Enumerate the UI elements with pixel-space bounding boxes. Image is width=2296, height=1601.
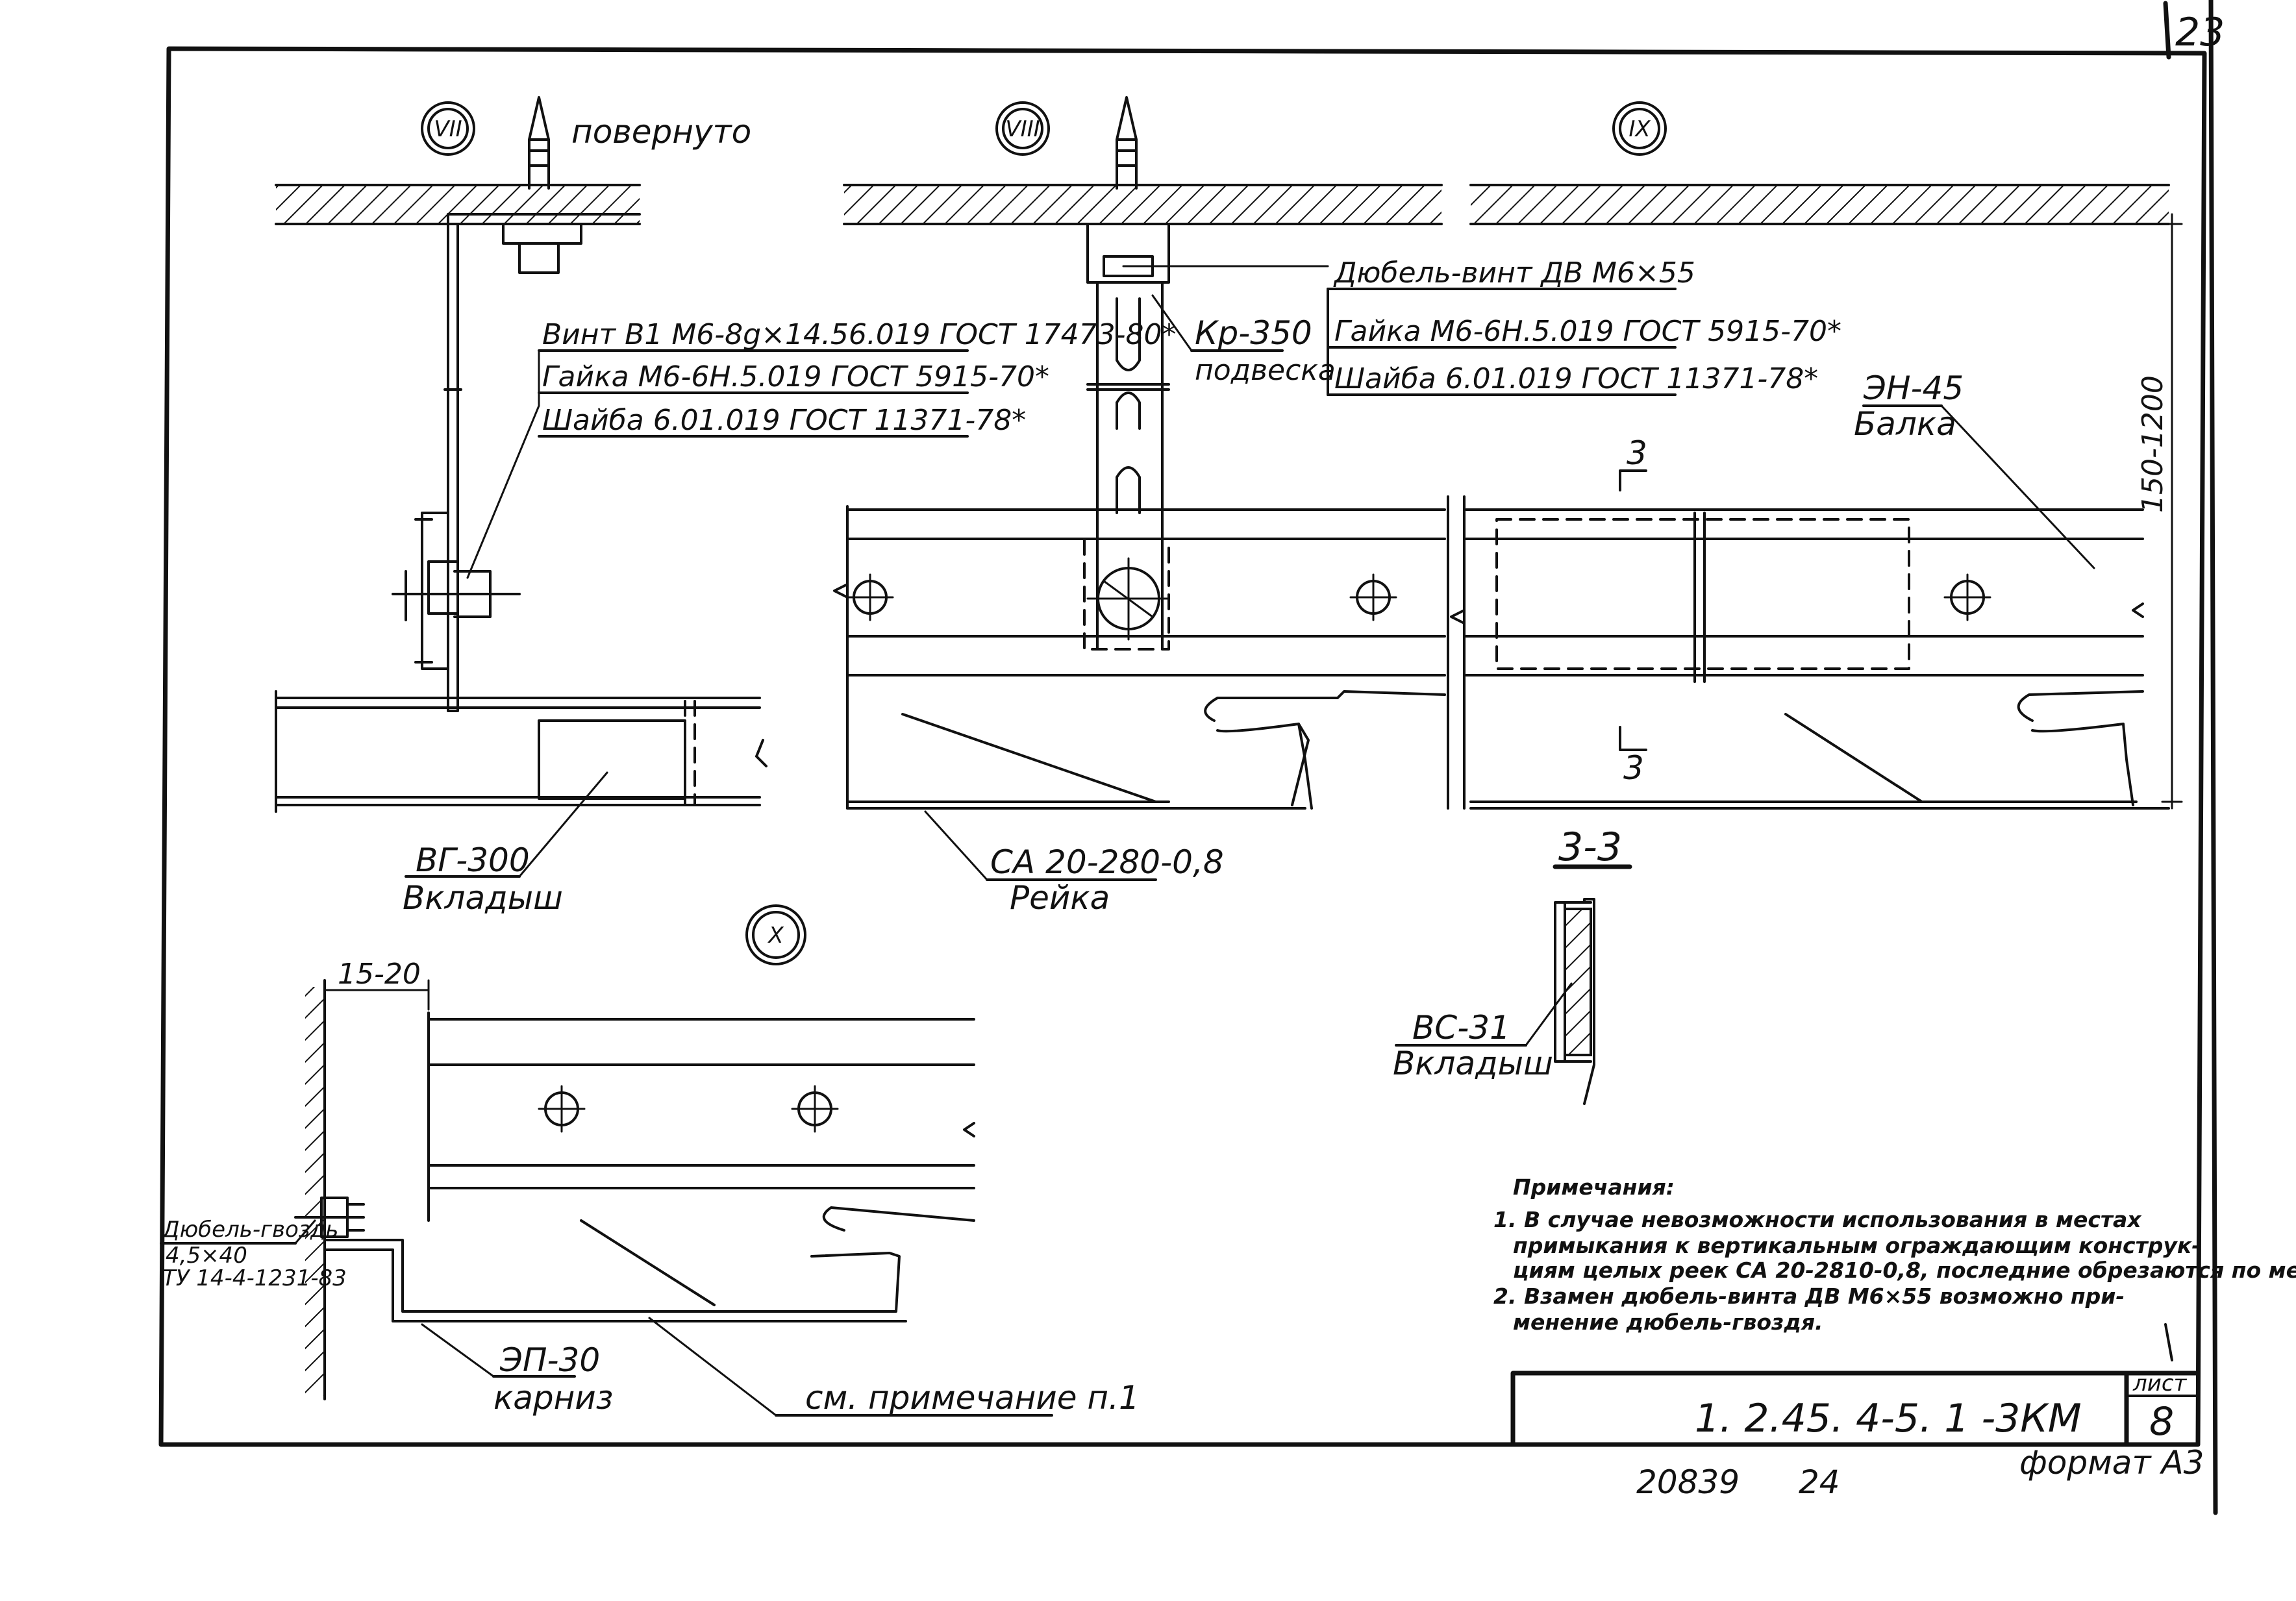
bottom-number-2: 24 [1799,1463,1840,1501]
label-ca-name: Рейка [1010,879,1110,917]
label-vg300-code: ВГ-300 [416,841,530,879]
label-kr350-code: Кр-350 [1195,314,1312,352]
callout-viii-dowel: Дюбель-винт ДВ М6×55 [1333,256,1695,290]
label-see-note: см. примечание п.1 [805,1379,1140,1417]
callout-vii-washer: Шайба 6.01.019 ГОСТ 11371-78* [542,404,1026,437]
view-mark-viii: VIII [1005,116,1040,142]
bottom-number-1: 20839 [1636,1463,1740,1501]
note-line-5: менение дюбель-гвоздя. [1513,1309,1823,1335]
drawing-code: 1. 2.45. 4-5. 1 -3КМ [1695,1396,2082,1441]
section-mark-top: 3 [1627,434,1647,472]
label-dowel-nail-1: Дюбель-гвоздь [161,1217,338,1243]
note-line-4: 2. Взамен дюбель-винта ДВ М6×55 возможно… [1493,1284,2125,1309]
label-vg300-name: Вкладыш [403,879,563,917]
label-dowel-nail-3: ТУ 14-4-1231-83 [162,1265,347,1291]
callout-viii-washer: Шайба 6.01.019 ГОСТ 11371-78* [1334,362,1818,395]
label-dowel-nail-2: 4,5×40 [166,1243,247,1269]
section-mark-bottom: 3 [1623,749,1644,787]
sheet-frame [158,0,2218,1515]
view-mark-vii: VII [434,116,462,142]
view-note-rotated: повернуто [571,113,751,151]
view-mark-ix: IX [1628,116,1651,142]
dim-gap: 15-20 [338,958,421,991]
page-number: 23 [2175,10,2225,55]
section-3-3 [1395,864,1632,1105]
label-vc31-code: ВС-31 [1412,1009,1510,1047]
label-en45-name: Балка [1854,405,1956,443]
label-ca-code: СА 20-280-0,8 [990,843,1224,881]
label-ep30-name: карниз [493,1379,613,1417]
label-kr350-name: подвеска [1195,354,1336,387]
note-line-1: 1. В случае невозможности использования … [1493,1207,2142,1232]
callout-vii-screw: Винт В1 М6-8g×14.56.019 ГОСТ 17473-80* [542,318,1176,351]
view-mark-x: X [767,923,784,949]
title-block [1510,1323,2201,1447]
dim-height: 150-1200 [2136,375,2169,513]
note-line-2: примыкания к вертикальным ограждающим ко… [1513,1233,2201,1258]
list-number: 8 [2149,1399,2174,1445]
view-x [160,904,1053,1417]
label-vc31-name: Вкладыш [1393,1045,1553,1082]
view-vii [275,96,969,878]
label-ep30-code: ЭП-30 [499,1341,600,1379]
section-title: 3-3 [1558,825,1622,870]
format-label: формат А3 [2019,1444,2204,1482]
callout-viii-nut: Гайка М6-6Н.5.019 ГОСТ 5915-70* [1334,315,1841,348]
notes-title: Примечания: [1513,1174,1675,1200]
note-line-3: циям целых реек СА 20-2810-0,8, последни… [1513,1258,2296,1283]
list-label: лист [2132,1371,2188,1396]
callout-vii-nut: Гайка М6-6Н.5.019 ГОСТ 5915-70* [542,360,1049,393]
label-en45-code: ЭН-45 [1863,369,1964,407]
view-viii [833,96,1677,881]
view-ix [1447,101,2183,810]
